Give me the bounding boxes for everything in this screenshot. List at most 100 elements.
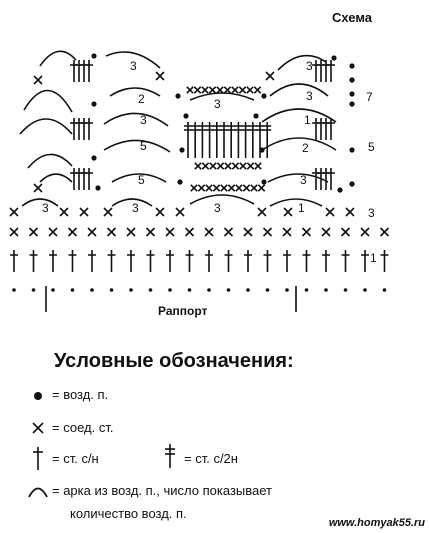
chain-symbol xyxy=(349,77,355,83)
slip-stitch-symbol xyxy=(175,207,185,217)
dc-symbol xyxy=(85,118,93,140)
watermark: www.homyak55.ru xyxy=(328,517,425,529)
dc-symbol xyxy=(341,250,350,272)
slip-stitch-symbol xyxy=(231,162,240,170)
chain-arc xyxy=(39,173,73,183)
dc-symbol xyxy=(49,250,57,272)
arc-count: 1 xyxy=(298,201,305,215)
arc-count: 3 xyxy=(214,201,221,215)
dc-symbol xyxy=(68,250,77,272)
tc-symbol xyxy=(234,122,243,158)
arc-count: 5 xyxy=(140,139,147,153)
tc-symbol xyxy=(241,122,250,158)
chain-symbol xyxy=(12,288,16,292)
dc-symbol xyxy=(302,250,311,272)
slip-stitch-symbol xyxy=(239,162,247,170)
dc-symbol xyxy=(29,250,38,272)
slip-stitch-symbol xyxy=(126,227,136,237)
chain-arc xyxy=(277,54,327,71)
chain-symbol xyxy=(337,187,343,193)
chain-symbol xyxy=(70,288,75,292)
chain-arc xyxy=(261,137,337,151)
chain-symbol xyxy=(349,91,355,97)
arc-count: 3 xyxy=(140,113,147,127)
slip-stitch-symbol xyxy=(216,86,224,94)
row-number-7: 7 xyxy=(366,90,373,104)
slip-stitch-symbol xyxy=(254,162,262,170)
arc-count: 5 xyxy=(138,173,145,187)
tc-symbol xyxy=(191,122,200,158)
dc-symbol xyxy=(75,168,83,190)
dc-symbol xyxy=(312,168,320,190)
chain-icon xyxy=(34,392,42,400)
slip-stitch-symbol xyxy=(103,207,113,217)
slip-stitch-symbol xyxy=(165,227,175,237)
arc-count: 3 xyxy=(214,97,221,111)
chain-symbol xyxy=(363,288,367,292)
chain-arc xyxy=(269,83,329,97)
tc-symbol xyxy=(263,122,272,158)
chain-symbol xyxy=(179,147,185,153)
slip-stitch-symbol xyxy=(190,184,198,192)
dc-symbol xyxy=(70,118,78,140)
dc-symbol xyxy=(75,60,83,82)
slip-stitch-symbol xyxy=(59,207,69,217)
arc-icon xyxy=(28,487,48,498)
scheme-title: Схема xyxy=(332,10,373,25)
arc-count: 3 xyxy=(306,59,313,73)
chain-arc xyxy=(261,108,337,123)
slip-stitch-symbol xyxy=(209,162,217,170)
chain-symbol xyxy=(187,288,192,292)
slip-stitch-symbol xyxy=(223,86,232,94)
slip-stitch-symbol xyxy=(193,86,202,94)
row-number-3: 3 xyxy=(368,206,375,220)
slip-stitch-icon xyxy=(32,422,44,434)
dc-symbol xyxy=(322,60,330,82)
legend-title: Условные обозначения: xyxy=(54,350,294,372)
slip-stitch-symbol xyxy=(204,227,214,237)
slip-stitch-symbol xyxy=(238,86,247,94)
dc-symbol xyxy=(88,250,96,272)
slip-stitch-symbol xyxy=(48,227,58,237)
arc-count: 1 xyxy=(304,113,311,127)
dc-symbol xyxy=(146,250,155,272)
slip-stitch-symbol xyxy=(184,227,195,237)
chain-symbol xyxy=(91,155,97,161)
slip-stitch-symbol xyxy=(227,184,236,192)
dc-symbol xyxy=(263,250,272,272)
slip-stitch-symbol xyxy=(145,227,156,237)
chain-symbol xyxy=(168,288,172,292)
slip-stitch-symbol xyxy=(223,227,234,237)
dc-symbol xyxy=(312,118,320,140)
slip-stitch-symbol xyxy=(321,227,331,237)
slip-stitch-symbol xyxy=(220,184,228,192)
slip-stitch-symbol xyxy=(253,86,262,94)
legend-slip-stitch-label: = соед. ст. xyxy=(52,420,114,435)
slip-stitch-symbol xyxy=(379,227,390,237)
dc-symbol xyxy=(312,60,320,82)
dc-symbol xyxy=(224,250,233,272)
chain-symbol xyxy=(253,113,259,119)
slip-stitch-symbol xyxy=(33,75,43,85)
chain-symbol xyxy=(177,179,183,185)
chain-arc xyxy=(19,118,73,135)
arc-count: 3 xyxy=(130,59,137,73)
slip-stitch-symbol xyxy=(246,86,254,94)
dc-symbol xyxy=(380,250,389,272)
slip-stitch-symbol xyxy=(340,227,351,237)
dc-symbol xyxy=(166,250,174,272)
tc-symbol xyxy=(212,122,221,158)
chain-symbol xyxy=(259,147,265,153)
dc-symbol xyxy=(80,118,88,140)
slip-stitch-symbol xyxy=(201,86,209,94)
chain-arc xyxy=(111,173,167,183)
dc-symbol xyxy=(317,118,325,140)
arc-count: 3 xyxy=(42,201,49,215)
dc-icon xyxy=(33,447,43,470)
dc-symbol xyxy=(361,250,369,272)
chain-symbol xyxy=(324,288,328,292)
slip-stitch-symbol xyxy=(33,183,43,193)
tc-symbol xyxy=(248,122,257,158)
chain-symbol xyxy=(51,288,55,292)
